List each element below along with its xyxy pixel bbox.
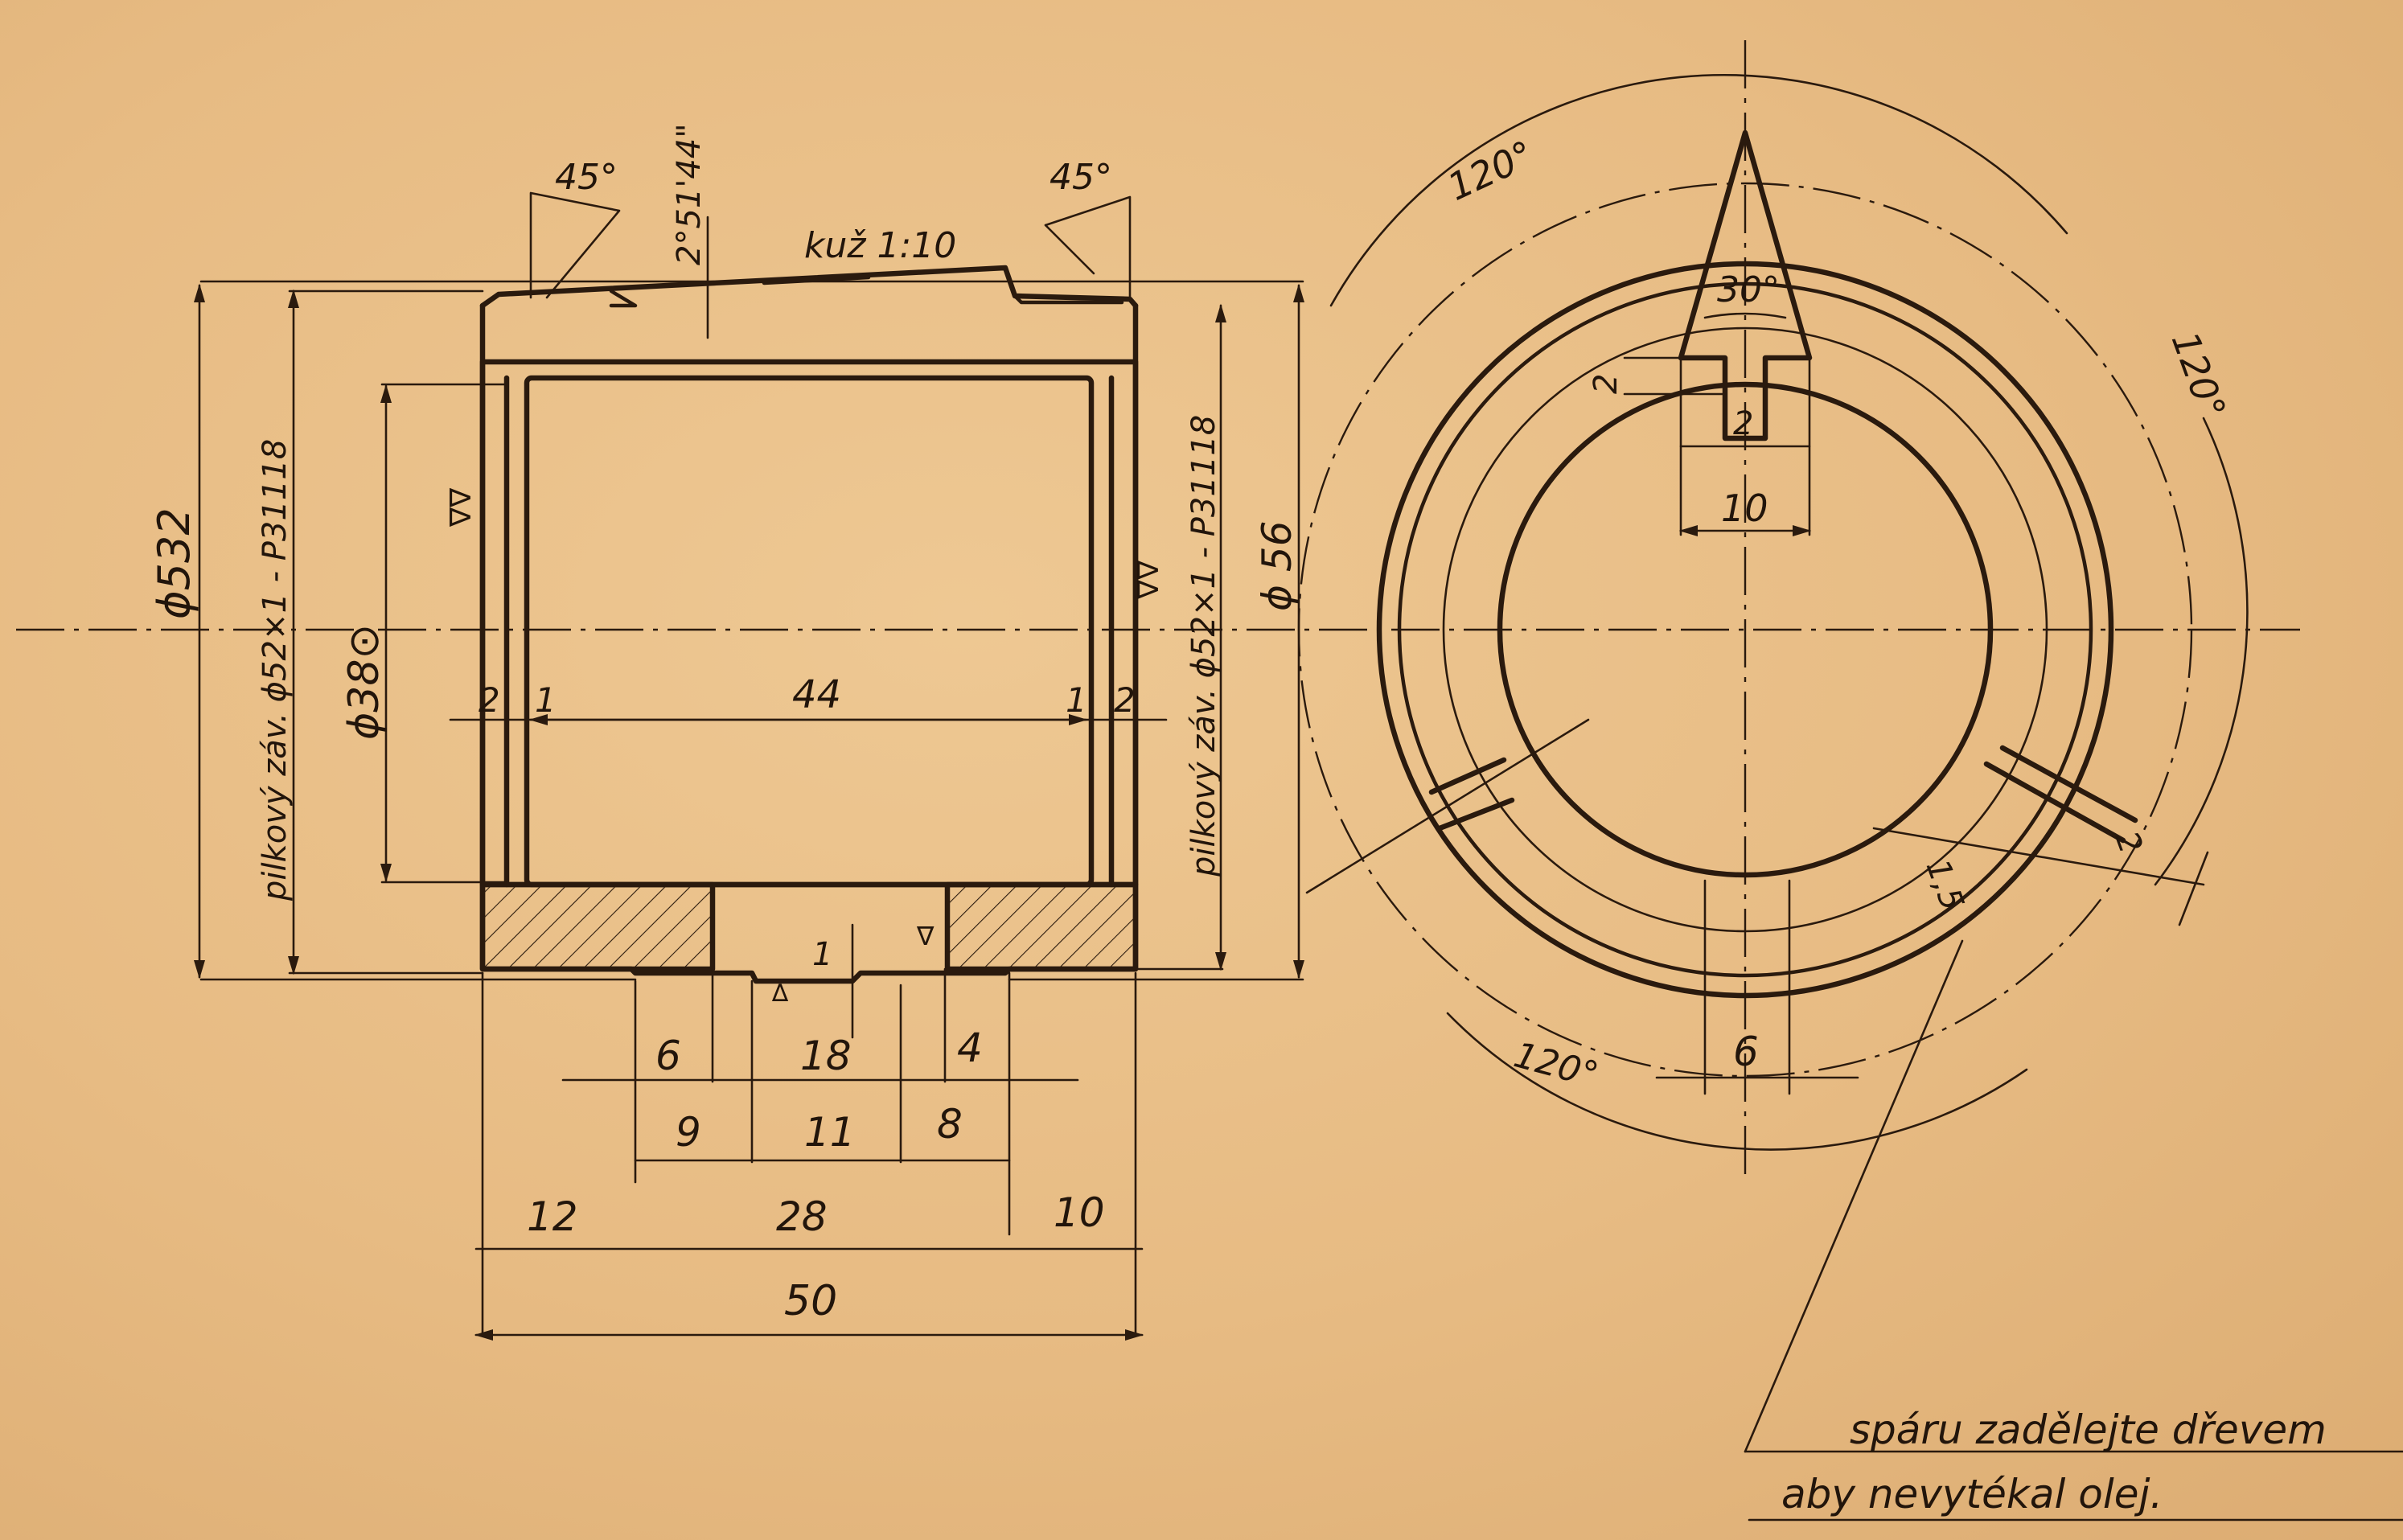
section-hatch-right (949, 885, 1134, 969)
finish-mark-2: ∇∇ (1132, 560, 1165, 600)
slot-right-b: 2 (2108, 827, 2150, 859)
key-angle: 30° (1717, 269, 1780, 310)
finish-mark-1: ∇∇ (445, 487, 478, 528)
note-line-2: aby nevytékal olej. (1781, 1471, 2163, 1517)
dim-thread-right: pilkový záv. ϕ52×1 - P31118 (1185, 415, 1222, 877)
angle-120-bottom: 120° (1510, 1034, 1603, 1096)
key-width: 10 (1721, 487, 1768, 530)
dim-total: 50 (784, 1277, 837, 1325)
dim-row3-a: 12 (527, 1193, 578, 1240)
dim-outer-left: ϕ532 (149, 507, 199, 619)
dim-inner-1-right: 1 (1066, 680, 1087, 720)
dim-inner-1-left: 1 (535, 680, 557, 720)
slot-width: 6 (1733, 1029, 1759, 1075)
dim-inner-length: 44 (792, 672, 841, 717)
dim-row2-c: 8 (937, 1101, 963, 1148)
dim-inner-2-right: 2 (1114, 680, 1136, 720)
angle-120-right: 120° (2163, 326, 2235, 425)
dim-thread-left: pilkový záv. ϕ52×1 - P31118 (257, 439, 294, 901)
chamfer-right: 45° (1050, 157, 1112, 198)
finish-mark-4: ∆ (771, 979, 789, 1008)
dim-row1-a: 6 (655, 1033, 681, 1079)
taper-ratio: kuž 1:10 (804, 225, 956, 266)
dim-inner-2-left: 2 (479, 680, 500, 720)
note: spáru zadělejte dřevem aby nevytékal ole… (1781, 1407, 2327, 1517)
side-view-labels: ϕ532 pilkový záv. ϕ52×1 - P31118 ϕ38⊙ pi… (149, 123, 1300, 1325)
finish-mark-3: ∇ (916, 921, 934, 951)
dim-bore: ϕ38⊙ (340, 624, 388, 740)
end-view (1297, 40, 2403, 1522)
angle-120-top: 120° (1441, 132, 1540, 209)
dim-row2-a: 9 (676, 1109, 701, 1156)
dim-outer-right: ϕ 56 (1254, 521, 1300, 612)
dim-row1-c: 4 (957, 1025, 983, 1071)
dim-groove-depth: 1 (812, 936, 832, 973)
dim-row3-c: 10 (1054, 1189, 1105, 1236)
dim-row1-b: 18 (800, 1033, 852, 1079)
note-line-1: spáru zadělejte dřevem (1850, 1407, 2327, 1453)
section-hatch-left (484, 885, 713, 969)
dim-row3-b: 28 (776, 1193, 828, 1240)
taper-angle: 2°51'44" (671, 123, 708, 265)
chamfer-left: 45° (555, 157, 618, 198)
side-view (193, 191, 1305, 1341)
key-depth: 2 (1588, 374, 1625, 394)
slot-right-a: 1,5 (1919, 855, 1971, 916)
dim-row2-b: 11 (804, 1109, 856, 1156)
key-inner: 2 (1733, 405, 1753, 442)
